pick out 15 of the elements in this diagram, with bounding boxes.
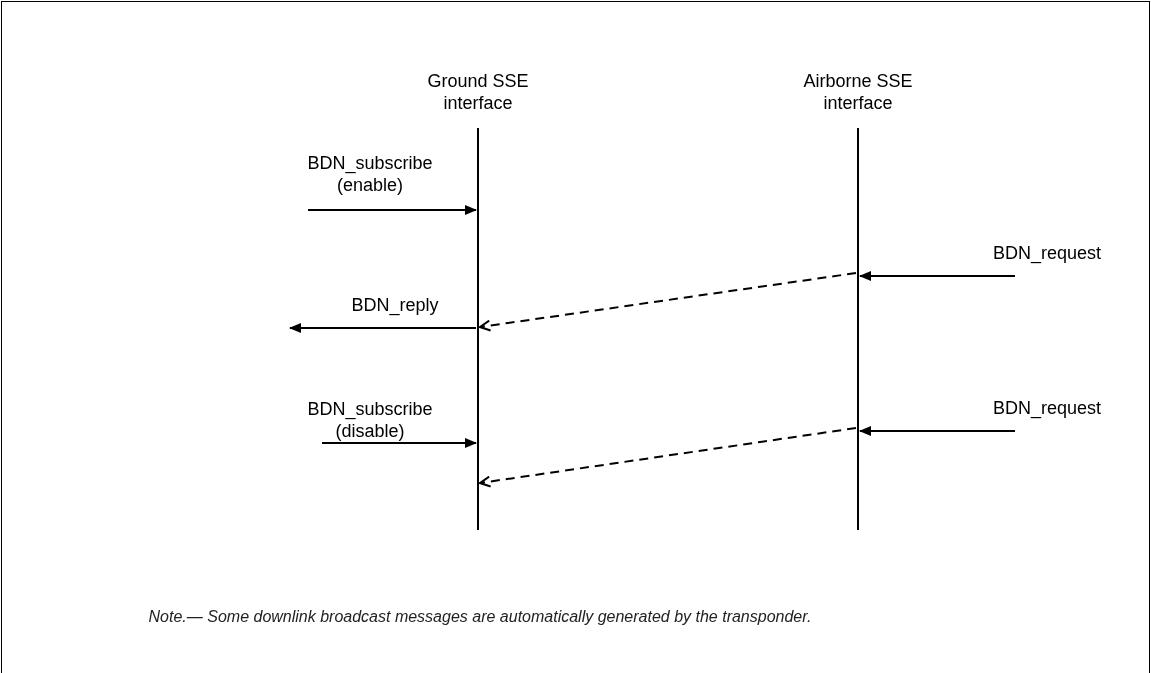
arrow — [307, 205, 477, 215]
arrow — [479, 272, 857, 332]
participant-label: Ground SSE interface — [426, 70, 530, 114]
message-label: BDN_request — [991, 242, 1103, 264]
message-label: BDN_subscribe (enable) — [306, 152, 434, 196]
participant-label: Airborne SSE interface — [802, 70, 914, 114]
arrow — [859, 271, 1016, 281]
message-label: BDN_subscribe (disable) — [306, 398, 434, 442]
arrow — [289, 323, 477, 333]
arrow — [859, 426, 1016, 436]
arrow — [479, 427, 857, 488]
note-text: Note.— Some downlink broadcast messages are automatically generated by the transponder. — [147, 608, 813, 626]
message-label: BDN_reply — [350, 294, 440, 316]
message-label: BDN_request — [991, 397, 1103, 419]
arrow — [321, 438, 477, 448]
